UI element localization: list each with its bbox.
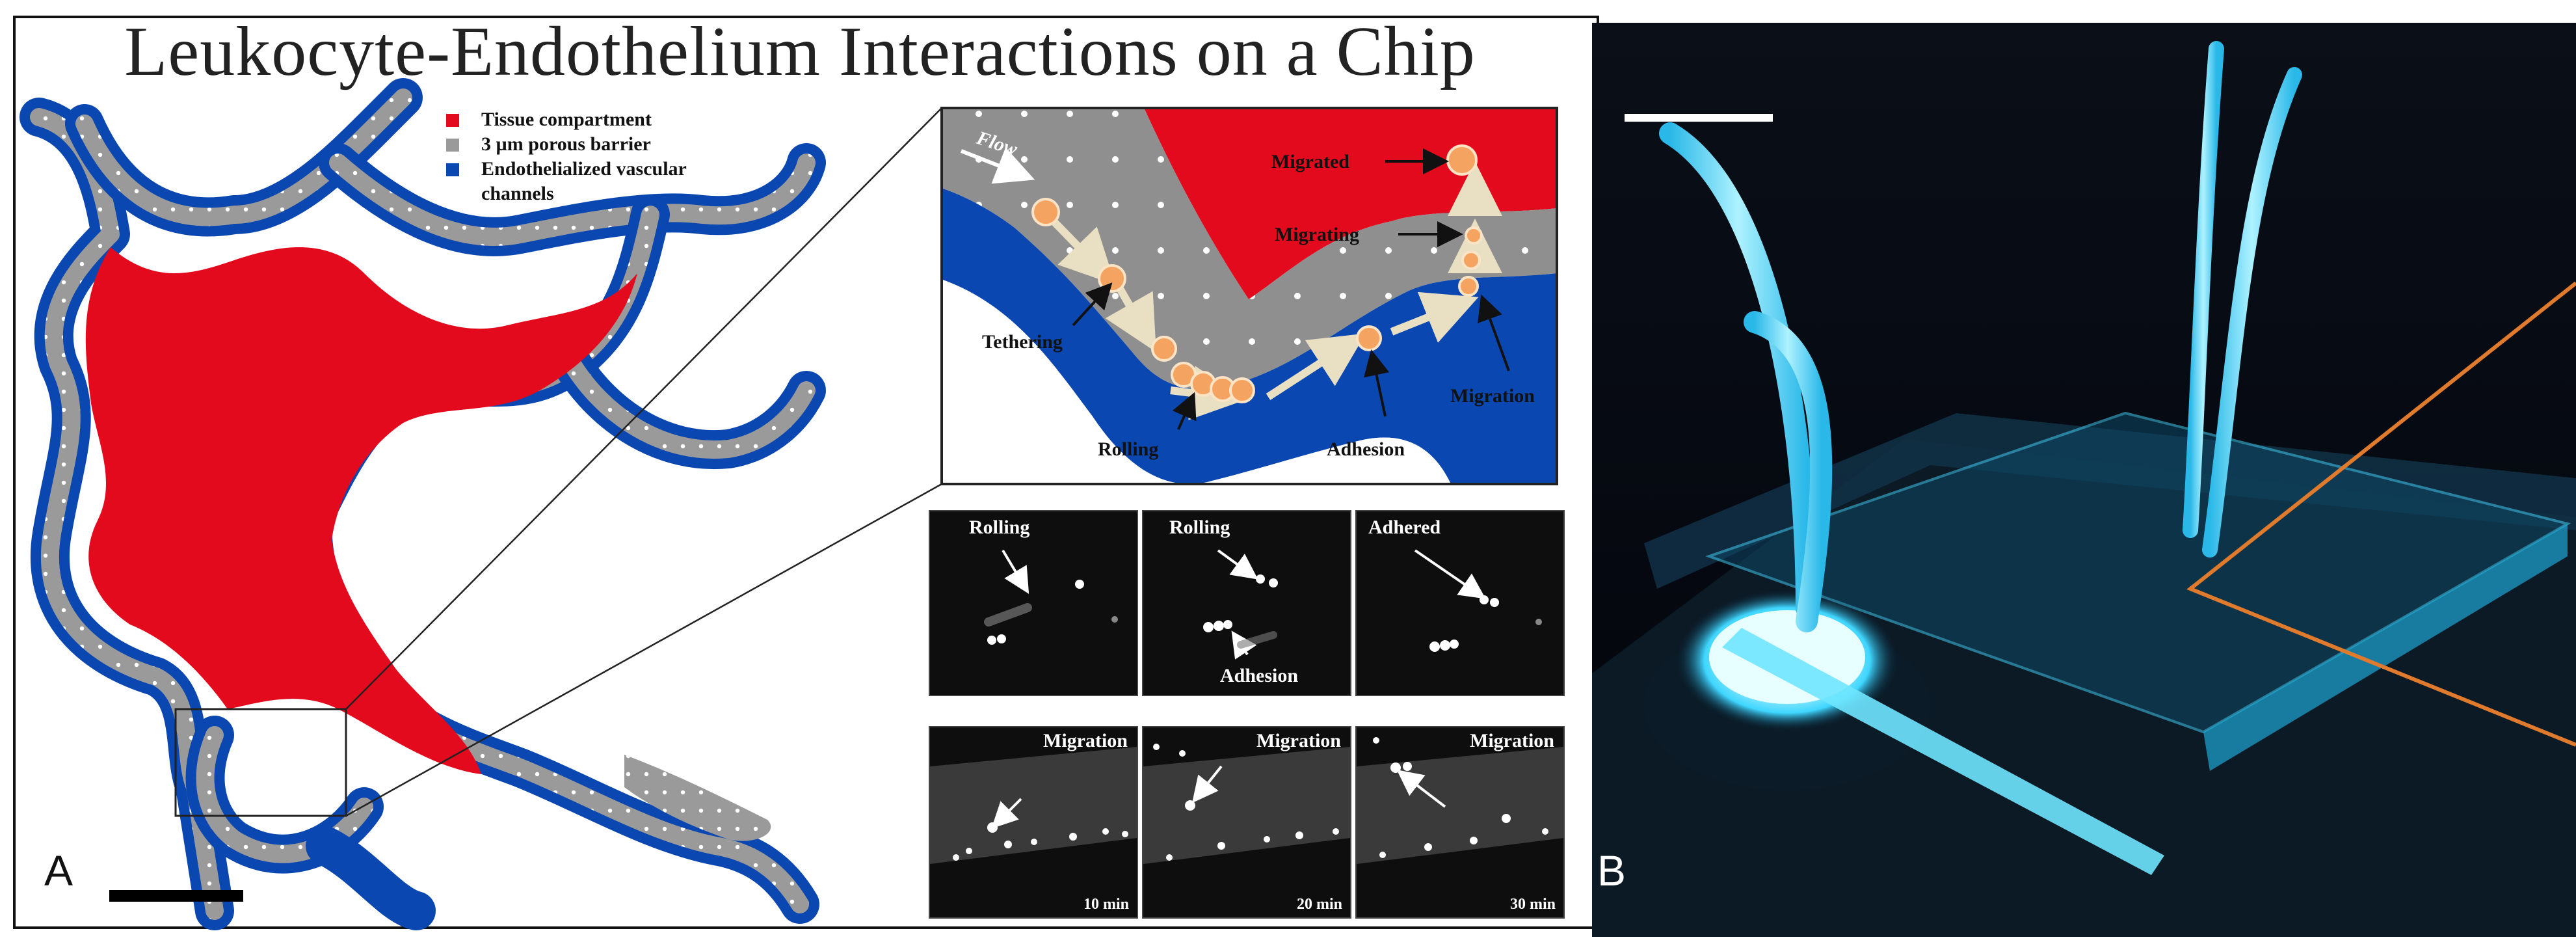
stage-tethering: Tethering [982,331,1063,353]
stage-migrating: Migrating [1275,224,1359,245]
panel-a: Flow [13,13,1599,930]
legend-label-barrier: 3 µm porous barrier [481,133,651,155]
scale-bar-b [1625,114,1773,122]
panel-a-title: Leukocyte-Endothelium Interactions on a … [124,13,1476,90]
tissue-compartment [85,247,638,774]
stage-rolling: Rolling [1098,438,1158,460]
legend-swatch-barrier [446,139,459,152]
micrograph-migration-10: Migration 10 min [929,726,1138,919]
zoom-line-bottom [345,483,942,817]
legend-label-tissue: Tissue compartment [481,109,652,130]
micrograph-sublabel: Adhesion [1220,665,1299,686]
micrograph-rolling-2-image [1203,549,1278,660]
zoom-line-top [345,107,942,710]
micrograph-migration-30: Migration 30 min [1355,726,1565,919]
micrograph-time: 10 min [1083,896,1129,913]
micrograph-migration-10-image [930,747,1137,864]
stage-migrated: Migrated [1271,151,1349,172]
micrograph-rolling-1: Rolling [929,510,1138,696]
legend-swatch-tissue [446,114,459,127]
legend-swatch-vascular [446,163,459,176]
legend-label-channels: channels [481,183,554,204]
legend-label-vascular: Endothelialized vascular [481,158,687,180]
micrograph-migration-20-image [1143,744,1350,864]
micrograph-rolling-2: Rolling Adhesion [1142,510,1351,696]
migration-schematic: Flow [940,107,1558,485]
micrograph-label: Migration [1256,730,1341,751]
micrograph-label: Migration [1043,730,1128,751]
micrograph-migration-30-image [1357,737,1563,864]
porous-barrier-wedge [624,755,771,841]
micrograph-label: Rolling [969,517,1030,538]
panel-b-photo: B [1592,23,2576,937]
panel-label-a: A [44,846,73,895]
micrograph-adhered-image [1414,549,1542,652]
micrograph-time: 30 min [1509,896,1556,913]
zoom-box [174,708,347,817]
micrograph-time: 20 min [1296,896,1342,913]
stage-adhesion: Adhesion [1327,438,1405,460]
micrograph-rolling-1-image [984,549,1118,645]
stage-migration: Migration [1450,385,1535,407]
chip-photo [1592,23,2576,937]
micrograph-adhered: Adhered [1355,510,1565,696]
micrograph-label: Adhered [1368,517,1441,538]
micrograph-migration-20: Migration 20 min [1142,726,1351,919]
panel-label-b: B [1597,846,1627,895]
scale-bar-a [109,890,243,902]
micrograph-label: Rolling [1169,517,1230,538]
micrograph-label: Migration [1470,730,1554,751]
panel-a-diagram: Flow [13,16,1599,930]
